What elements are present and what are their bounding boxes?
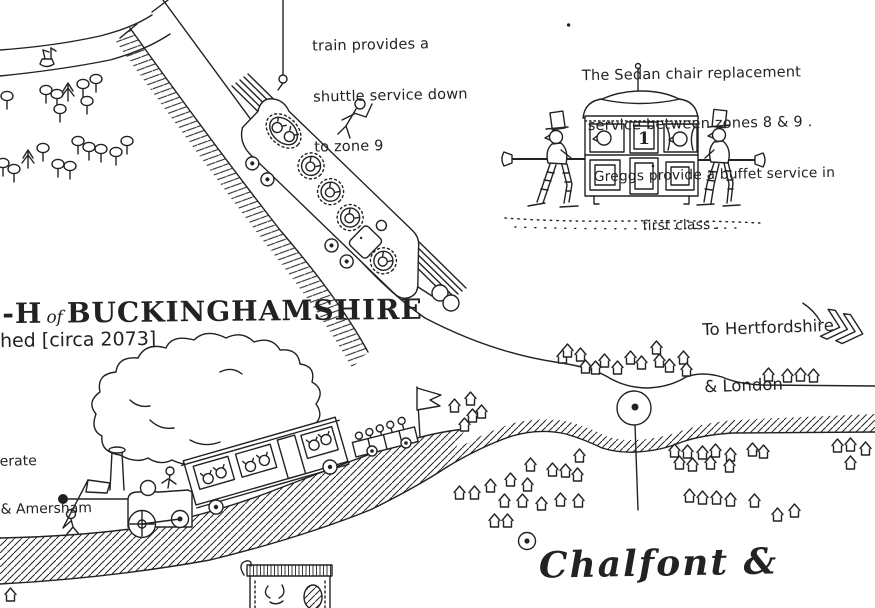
top-hat-icon	[549, 110, 566, 131]
train-door	[348, 225, 383, 259]
pine-tree-icon	[61, 82, 75, 102]
boat-icon	[39, 47, 57, 68]
shuttle-train	[231, 0, 467, 312]
porthole	[369, 247, 398, 275]
note-shuttle-service: train provides a shuttle service down to…	[311, 2, 469, 173]
note-line: to zone 9	[314, 138, 384, 156]
note-line: train provides a	[311, 36, 430, 55]
title-connector: of	[46, 307, 64, 329]
note-line: shuttle service down	[313, 86, 468, 106]
road-band-hatching	[116, 28, 368, 368]
carriage-door	[276, 434, 307, 480]
porter-left	[527, 110, 579, 208]
note-sedan-chair-service: • The Sedan chair replacement service be…	[565, 14, 836, 253]
porthole	[316, 178, 345, 206]
shuttle-train-body	[240, 98, 420, 300]
station-symbol	[517, 531, 537, 551]
road-hatching	[447, 414, 875, 467]
top-hat-icon	[711, 108, 728, 129]
porthole	[297, 152, 325, 180]
roundabout-station	[616, 390, 652, 511]
roundabout-dot	[631, 403, 639, 411]
ground-speckle	[504, 217, 761, 224]
pole-end	[501, 151, 513, 167]
bullet-icon: •	[564, 18, 573, 33]
winch-ring	[278, 74, 288, 84]
direction-arrow-icon	[802, 302, 864, 345]
door-window	[375, 219, 388, 232]
porter-right	[696, 108, 741, 207]
funnel	[109, 451, 125, 491]
label-amersham: erate & Amersham	[0, 453, 93, 519]
porthole	[336, 203, 364, 232]
curtains	[665, 125, 696, 151]
passenger-carriage	[180, 416, 350, 509]
flag-icon	[85, 479, 111, 494]
driver-figure	[161, 466, 177, 489]
note-line: The Sedan chair replacement	[581, 64, 802, 85]
embankment-hatching	[0, 429, 465, 584]
road-lower-edge	[446, 430, 875, 468]
note-line: first class .	[642, 216, 720, 235]
road-network	[0, 0, 875, 585]
sedan-roof	[582, 90, 699, 119]
flag-man	[62, 479, 111, 535]
station-leader-line	[634, 423, 639, 511]
wind-up-key-icon	[414, 284, 460, 312]
direction-label-hertfordshire: To Hertfordshire & London	[702, 315, 835, 397]
steam-dome	[139, 479, 157, 497]
steam-train	[58, 332, 442, 539]
banner-drawing	[264, 584, 285, 605]
note-line: service between zones 8 & 9 .	[587, 114, 813, 135]
map-subtitle: hed [circa 2073]	[0, 327, 157, 353]
note-line: Greggs provide a buffet service in	[593, 164, 836, 185]
sedan-chair: 1	[501, 62, 766, 230]
crossing-tick	[151, 0, 169, 13]
first-class-number: 1	[638, 129, 650, 149]
banner-sign	[240, 560, 333, 608]
pennant-flag-icon	[416, 387, 442, 411]
figure-on-train	[337, 98, 373, 139]
title-prefix: -H	[2, 297, 43, 331]
trees	[0, 73, 134, 183]
pole-end	[754, 152, 766, 168]
station-label-chalfont-latimer: Chalfont & Latimer ZONE 9	[538, 540, 779, 587]
title-main: BUCKINGHAMSHIRE	[66, 293, 423, 330]
pine-tree-icon	[21, 149, 35, 169]
bumper-ball	[58, 494, 68, 504]
crossing-tick	[119, 23, 138, 39]
